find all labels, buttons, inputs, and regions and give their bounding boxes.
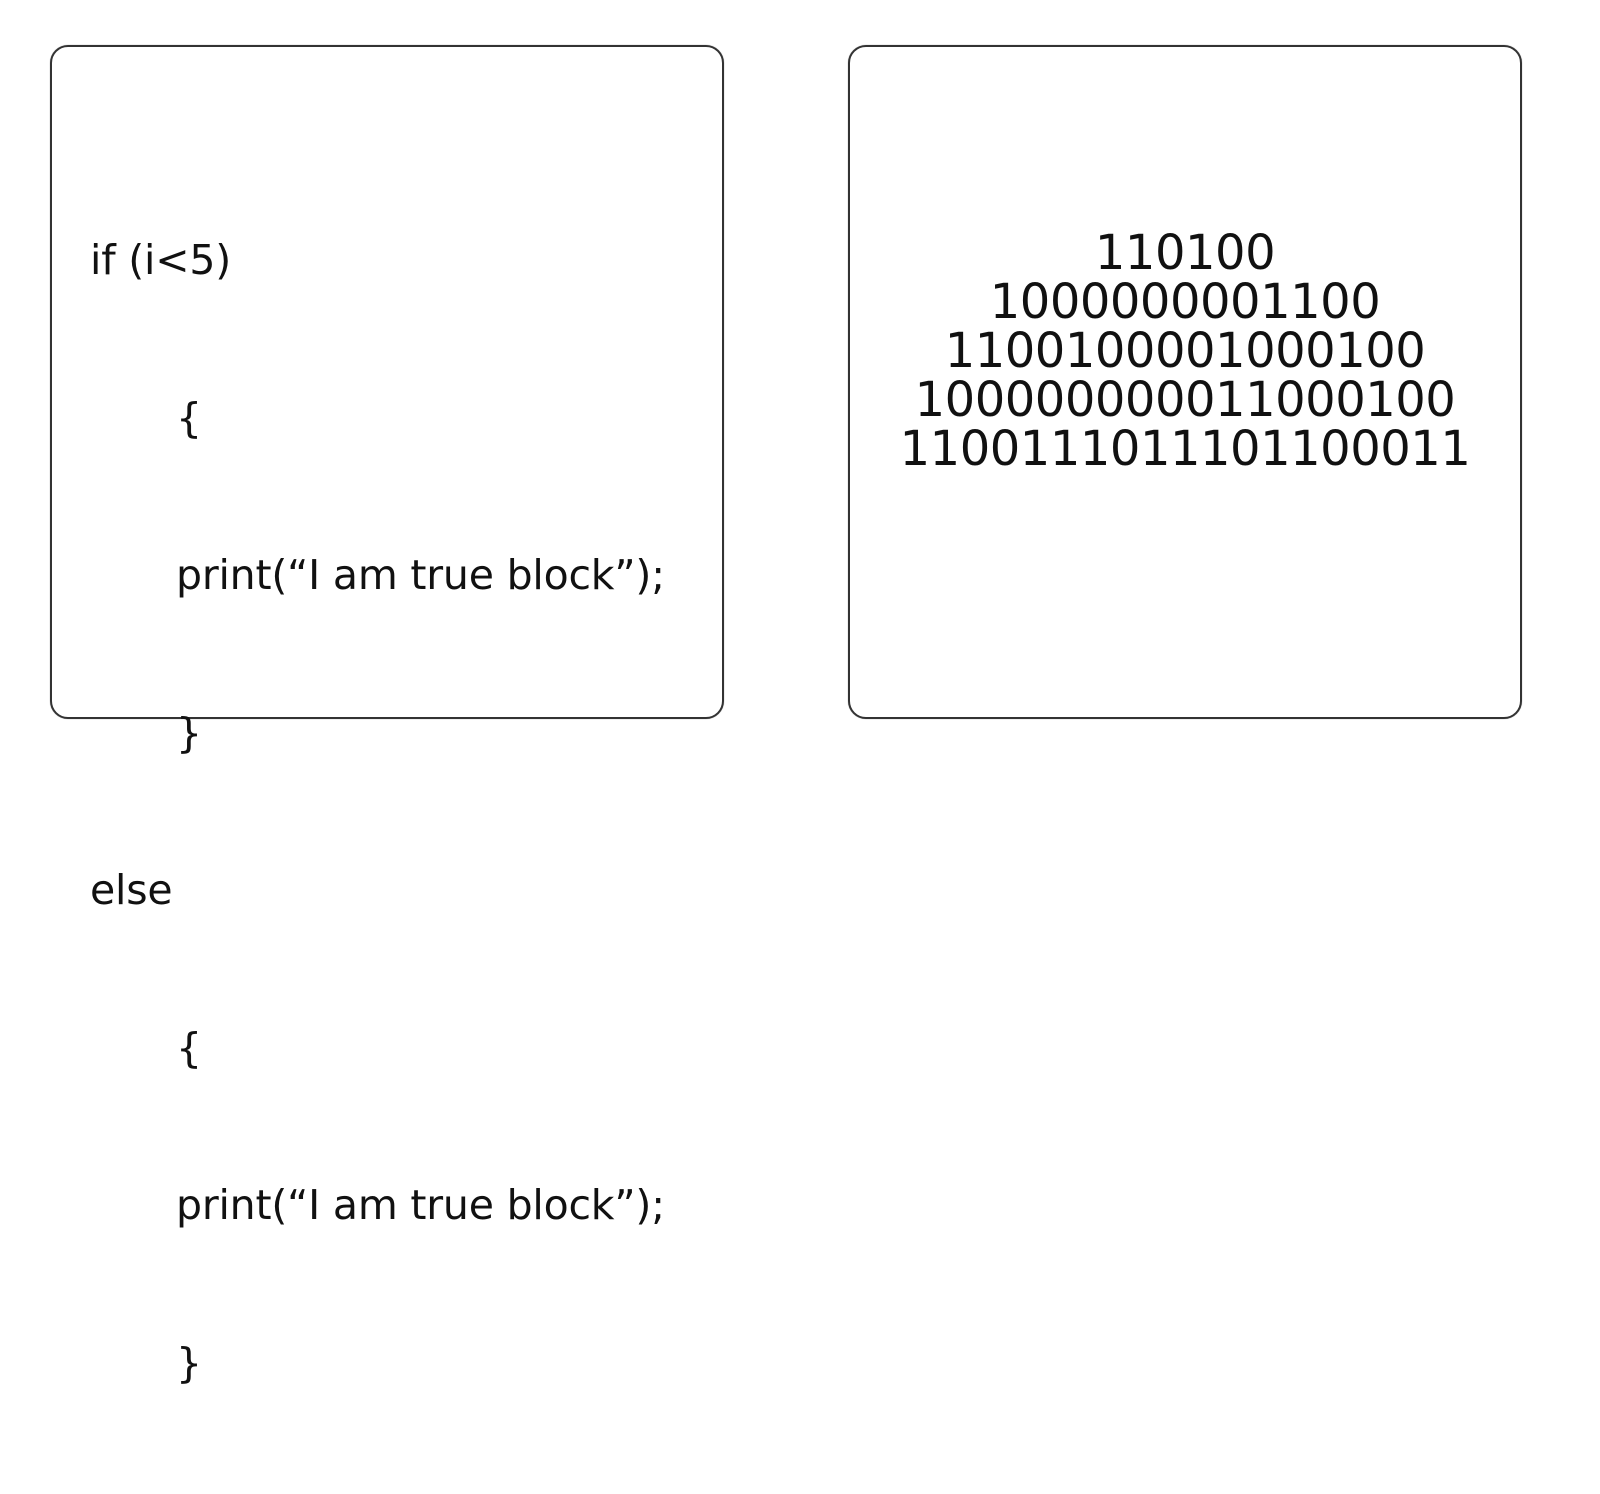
code-block: if (i<5) { print(“I am true block”); } e… [90,129,665,1494]
binary-block: 110100 1000000001100 1100100001000100 10… [850,229,1520,474]
code-line-close-brace: } [176,708,202,757]
code-line-open-brace: { [176,1023,202,1072]
binary-line: 110100 [1094,225,1276,281]
code-panel: if (i<5) { print(“I am true block”); } e… [50,45,724,1387]
binary-line: 1000000001100 [989,274,1381,330]
code-line-close-brace: } [176,1338,202,1387]
binary-line: 100000000011000100 [914,372,1456,428]
binary-panel: 110100 1000000001100 1100100001000100 10… [848,45,1522,719]
code-line-open-brace: { [176,393,202,442]
code-line-else: else [90,866,173,914]
code-line-print-else: print(“I am true block”); [176,1181,665,1229]
code-line-if: if (i<5) [90,236,232,284]
binary-line: 1100100001000100 [944,323,1426,379]
binary-line: 1100111011101100011 [899,421,1471,477]
code-line-print-true: print(“I am true block”); [176,551,665,599]
